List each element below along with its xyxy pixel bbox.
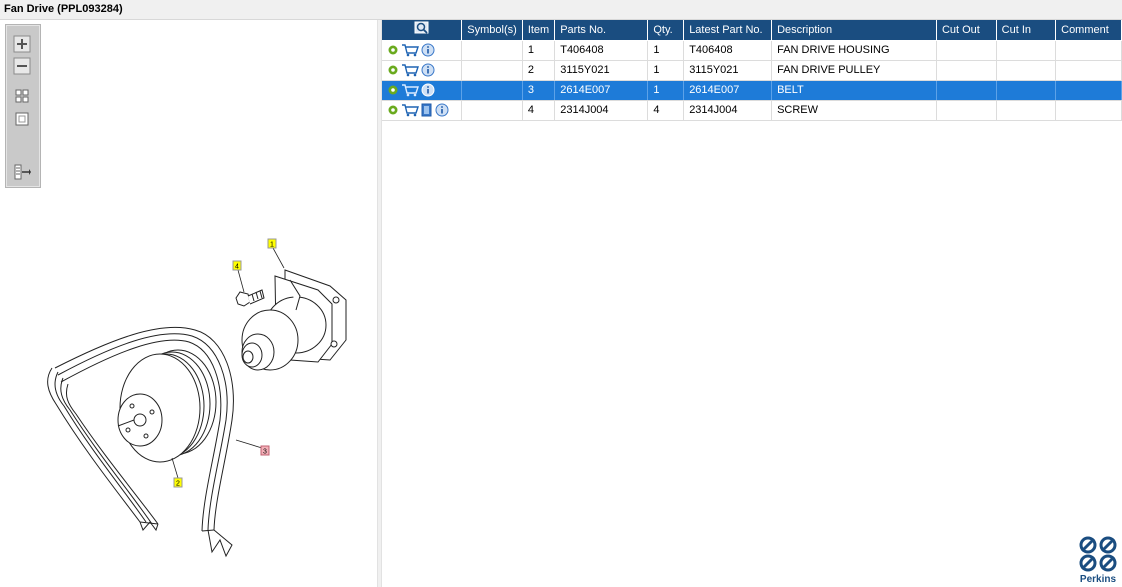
row-item-cell: 1 bbox=[522, 40, 556, 61]
table-row[interactable]: 1 T406408 1 T406408 FAN DRIVE HOUSING bbox=[382, 40, 1122, 61]
row-part-no-cell: 3115Y021 bbox=[554, 60, 649, 81]
illustration-pane[interactable]: 1 4 2 3 bbox=[0, 20, 377, 587]
row-qty-cell: 1 bbox=[647, 80, 685, 101]
column-header-parts-no[interactable]: Parts No. bbox=[554, 20, 649, 41]
info-icon[interactable] bbox=[421, 83, 435, 97]
column-header-qty[interactable]: Qty. bbox=[647, 20, 685, 41]
pane-splitter[interactable] bbox=[377, 20, 382, 587]
row-qty-cell: 4 bbox=[647, 100, 685, 121]
info-icon[interactable] bbox=[435, 103, 449, 117]
document-icon[interactable] bbox=[421, 103, 433, 117]
table-row-selected[interactable]: 3 2614E007 1 2614E007 BELT bbox=[382, 80, 1122, 101]
row-comment-cell bbox=[1055, 60, 1122, 81]
row-description-cell: SCREW bbox=[771, 100, 937, 121]
window-title: Fan Drive (PPL093284) bbox=[4, 3, 123, 15]
title-bar: Fan Drive (PPL093284) bbox=[0, 0, 1122, 20]
row-cut-out-cell bbox=[936, 60, 997, 81]
row-cut-out-cell bbox=[936, 80, 997, 101]
callout-3[interactable]: 3 bbox=[260, 445, 270, 456]
gear-icon[interactable] bbox=[387, 104, 399, 116]
info-icon[interactable] bbox=[421, 63, 435, 77]
column-header-cut-in[interactable]: Cut In bbox=[996, 20, 1057, 41]
row-cut-out-cell bbox=[936, 100, 997, 121]
column-header-description[interactable]: Description bbox=[771, 20, 937, 41]
row-comment-cell bbox=[1055, 40, 1122, 61]
row-part-no-cell: 2614E007 bbox=[554, 80, 649, 101]
row-actions-cell bbox=[382, 80, 463, 101]
row-latest-part-cell: 2314J004 bbox=[683, 100, 773, 121]
row-latest-part-cell: 3115Y021 bbox=[683, 60, 773, 81]
perkins-logo: Perkins bbox=[1076, 535, 1120, 585]
cart-icon[interactable] bbox=[401, 63, 419, 77]
housing-drawing bbox=[241, 269, 347, 371]
row-symbols-cell bbox=[461, 60, 523, 81]
row-qty-cell: 1 bbox=[647, 40, 685, 61]
callout-4[interactable]: 4 bbox=[232, 260, 242, 271]
svg-text:1: 1 bbox=[270, 242, 274, 249]
row-actions-cell bbox=[382, 60, 463, 81]
column-header-symbols[interactable]: Symbol(s) bbox=[461, 20, 523, 41]
column-header-comment[interactable]: Comment bbox=[1055, 20, 1122, 41]
row-symbols-cell bbox=[461, 100, 523, 121]
fit-all-icon[interactable] bbox=[13, 87, 31, 105]
viewer-toolbar bbox=[5, 24, 41, 188]
row-qty-cell: 1 bbox=[647, 60, 685, 81]
row-item-cell: 2 bbox=[522, 60, 556, 81]
table-header-row: Symbol(s) Item Parts No. Qty. Latest Par… bbox=[382, 20, 1122, 41]
zoom-in-icon[interactable] bbox=[13, 35, 31, 53]
exploded-view-diagram[interactable]: 1 4 2 3 bbox=[0, 20, 377, 587]
row-actions-cell bbox=[382, 100, 463, 121]
svg-text:2: 2 bbox=[176, 481, 180, 488]
row-comment-cell bbox=[1055, 100, 1122, 121]
column-header-item[interactable]: Item bbox=[522, 20, 556, 41]
row-cut-in-cell bbox=[996, 80, 1057, 101]
row-description-cell: FAN DRIVE PULLEY bbox=[771, 60, 937, 81]
svg-text:4: 4 bbox=[235, 264, 239, 271]
row-part-no-cell: 2314J004 bbox=[554, 100, 649, 121]
callout-2[interactable]: 2 bbox=[173, 477, 183, 488]
parts-list-pane: Symbol(s) Item Parts No. Qty. Latest Par… bbox=[382, 20, 1122, 587]
cart-icon[interactable] bbox=[401, 103, 419, 117]
info-icon[interactable] bbox=[421, 43, 435, 57]
row-symbols-cell bbox=[461, 80, 523, 101]
table-row[interactable]: 2 3115Y021 1 3115Y021 FAN DRIVE PULLEY bbox=[382, 60, 1122, 81]
row-description-cell: BELT bbox=[771, 80, 937, 101]
row-latest-part-cell: T406408 bbox=[683, 40, 773, 61]
table-row[interactable]: 4 2314J004 4 2314J004 SCREW bbox=[382, 100, 1122, 121]
cart-icon[interactable] bbox=[401, 43, 419, 57]
screw-drawing bbox=[235, 289, 265, 307]
perkins-logo-mark bbox=[1079, 536, 1117, 572]
callout-1[interactable]: 1 bbox=[267, 238, 277, 249]
actual-size-icon[interactable] bbox=[13, 110, 31, 128]
row-latest-part-cell: 2614E007 bbox=[683, 80, 773, 101]
pulley-drawing bbox=[117, 349, 217, 463]
belt-drawing bbox=[47, 326, 234, 558]
gear-icon[interactable] bbox=[387, 64, 399, 76]
row-actions-cell bbox=[382, 40, 463, 61]
row-cut-in-cell bbox=[996, 40, 1057, 61]
row-cut-out-cell bbox=[936, 40, 997, 61]
export-list-icon[interactable] bbox=[13, 163, 31, 181]
parts-table: Symbol(s) Item Parts No. Qty. Latest Par… bbox=[382, 20, 1122, 121]
column-header-cut-out[interactable]: Cut Out bbox=[936, 20, 997, 41]
row-item-cell: 3 bbox=[522, 80, 556, 101]
search-parts-icon[interactable] bbox=[414, 21, 430, 35]
svg-text:3: 3 bbox=[263, 449, 267, 456]
row-symbols-cell bbox=[461, 40, 523, 61]
column-header-latest-part-no[interactable]: Latest Part No. bbox=[683, 20, 773, 41]
row-item-cell: 4 bbox=[522, 100, 556, 121]
column-header-actions[interactable] bbox=[382, 20, 463, 41]
row-cut-in-cell bbox=[996, 100, 1057, 121]
gear-icon[interactable] bbox=[387, 84, 399, 96]
cart-icon[interactable] bbox=[401, 83, 419, 97]
row-comment-cell bbox=[1055, 80, 1122, 101]
row-description-cell: FAN DRIVE HOUSING bbox=[771, 40, 937, 61]
perkins-logo-text: Perkins bbox=[1079, 574, 1117, 585]
gear-icon[interactable] bbox=[387, 44, 399, 56]
row-cut-in-cell bbox=[996, 60, 1057, 81]
row-part-no-cell: T406408 bbox=[554, 40, 649, 61]
zoom-out-icon[interactable] bbox=[13, 57, 31, 75]
